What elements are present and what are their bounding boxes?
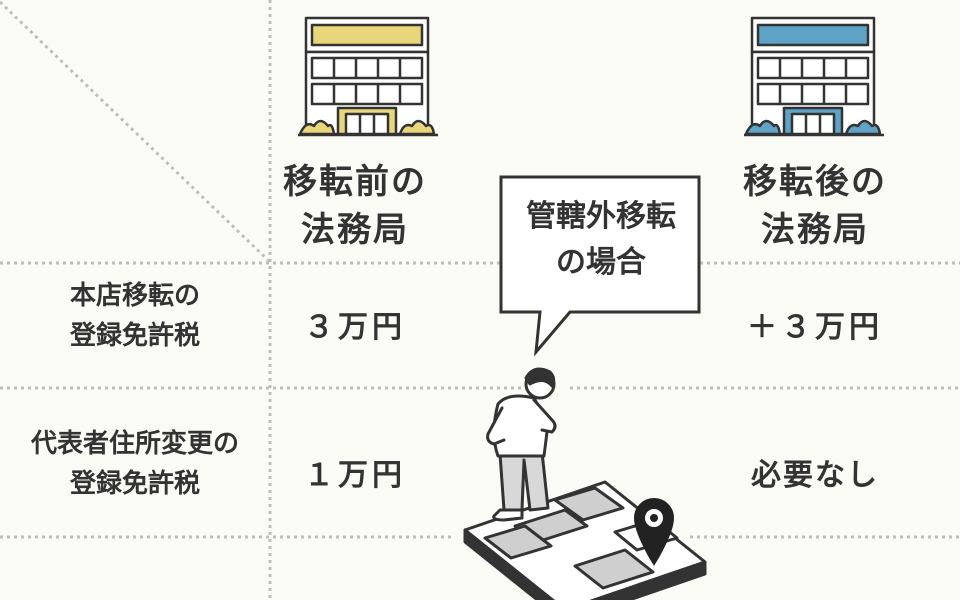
diagonal-divider [0,0,272,264]
header-before: 移転前の 法務局 [270,158,440,254]
speech-bubble [499,175,701,357]
row2-label-line2: 登録免許税 [69,469,200,499]
row2-after-value: 必要なし [751,458,879,493]
row2-before-value: １万円 [304,458,406,493]
header-after-line2: 法務局 [761,210,869,250]
bubble-line2: の場合 [556,245,646,280]
office-building-after-icon [744,16,884,137]
row1-after-value: ＋３万円 [747,310,883,345]
bubble-line1: 管轄外移転 [526,199,676,234]
row1-label-line1: 本店移転の [69,281,200,311]
row2-label-line1: 代表者住所変更の [30,429,239,459]
bubble-text: 管轄外移転 の場合 [500,194,702,286]
row1-before-value: ３万円 [304,310,406,345]
office-building-before-icon [298,16,438,137]
row-label-main-office-move: 本店移転の 登録免許税 [0,276,270,356]
row1-label-line2: 登録免許税 [69,321,200,351]
row-label-representative-address-change: 代表者住所変更の 登録免許税 [0,424,270,504]
header-before-line1: 移転前の [283,162,427,202]
person-thinking-icon [486,367,557,522]
header-after-line1: 移転後の [743,162,887,202]
location-pin-icon [633,498,675,566]
header-after: 移転後の 法務局 [730,158,900,254]
header-before-line2: 法務局 [301,210,409,250]
